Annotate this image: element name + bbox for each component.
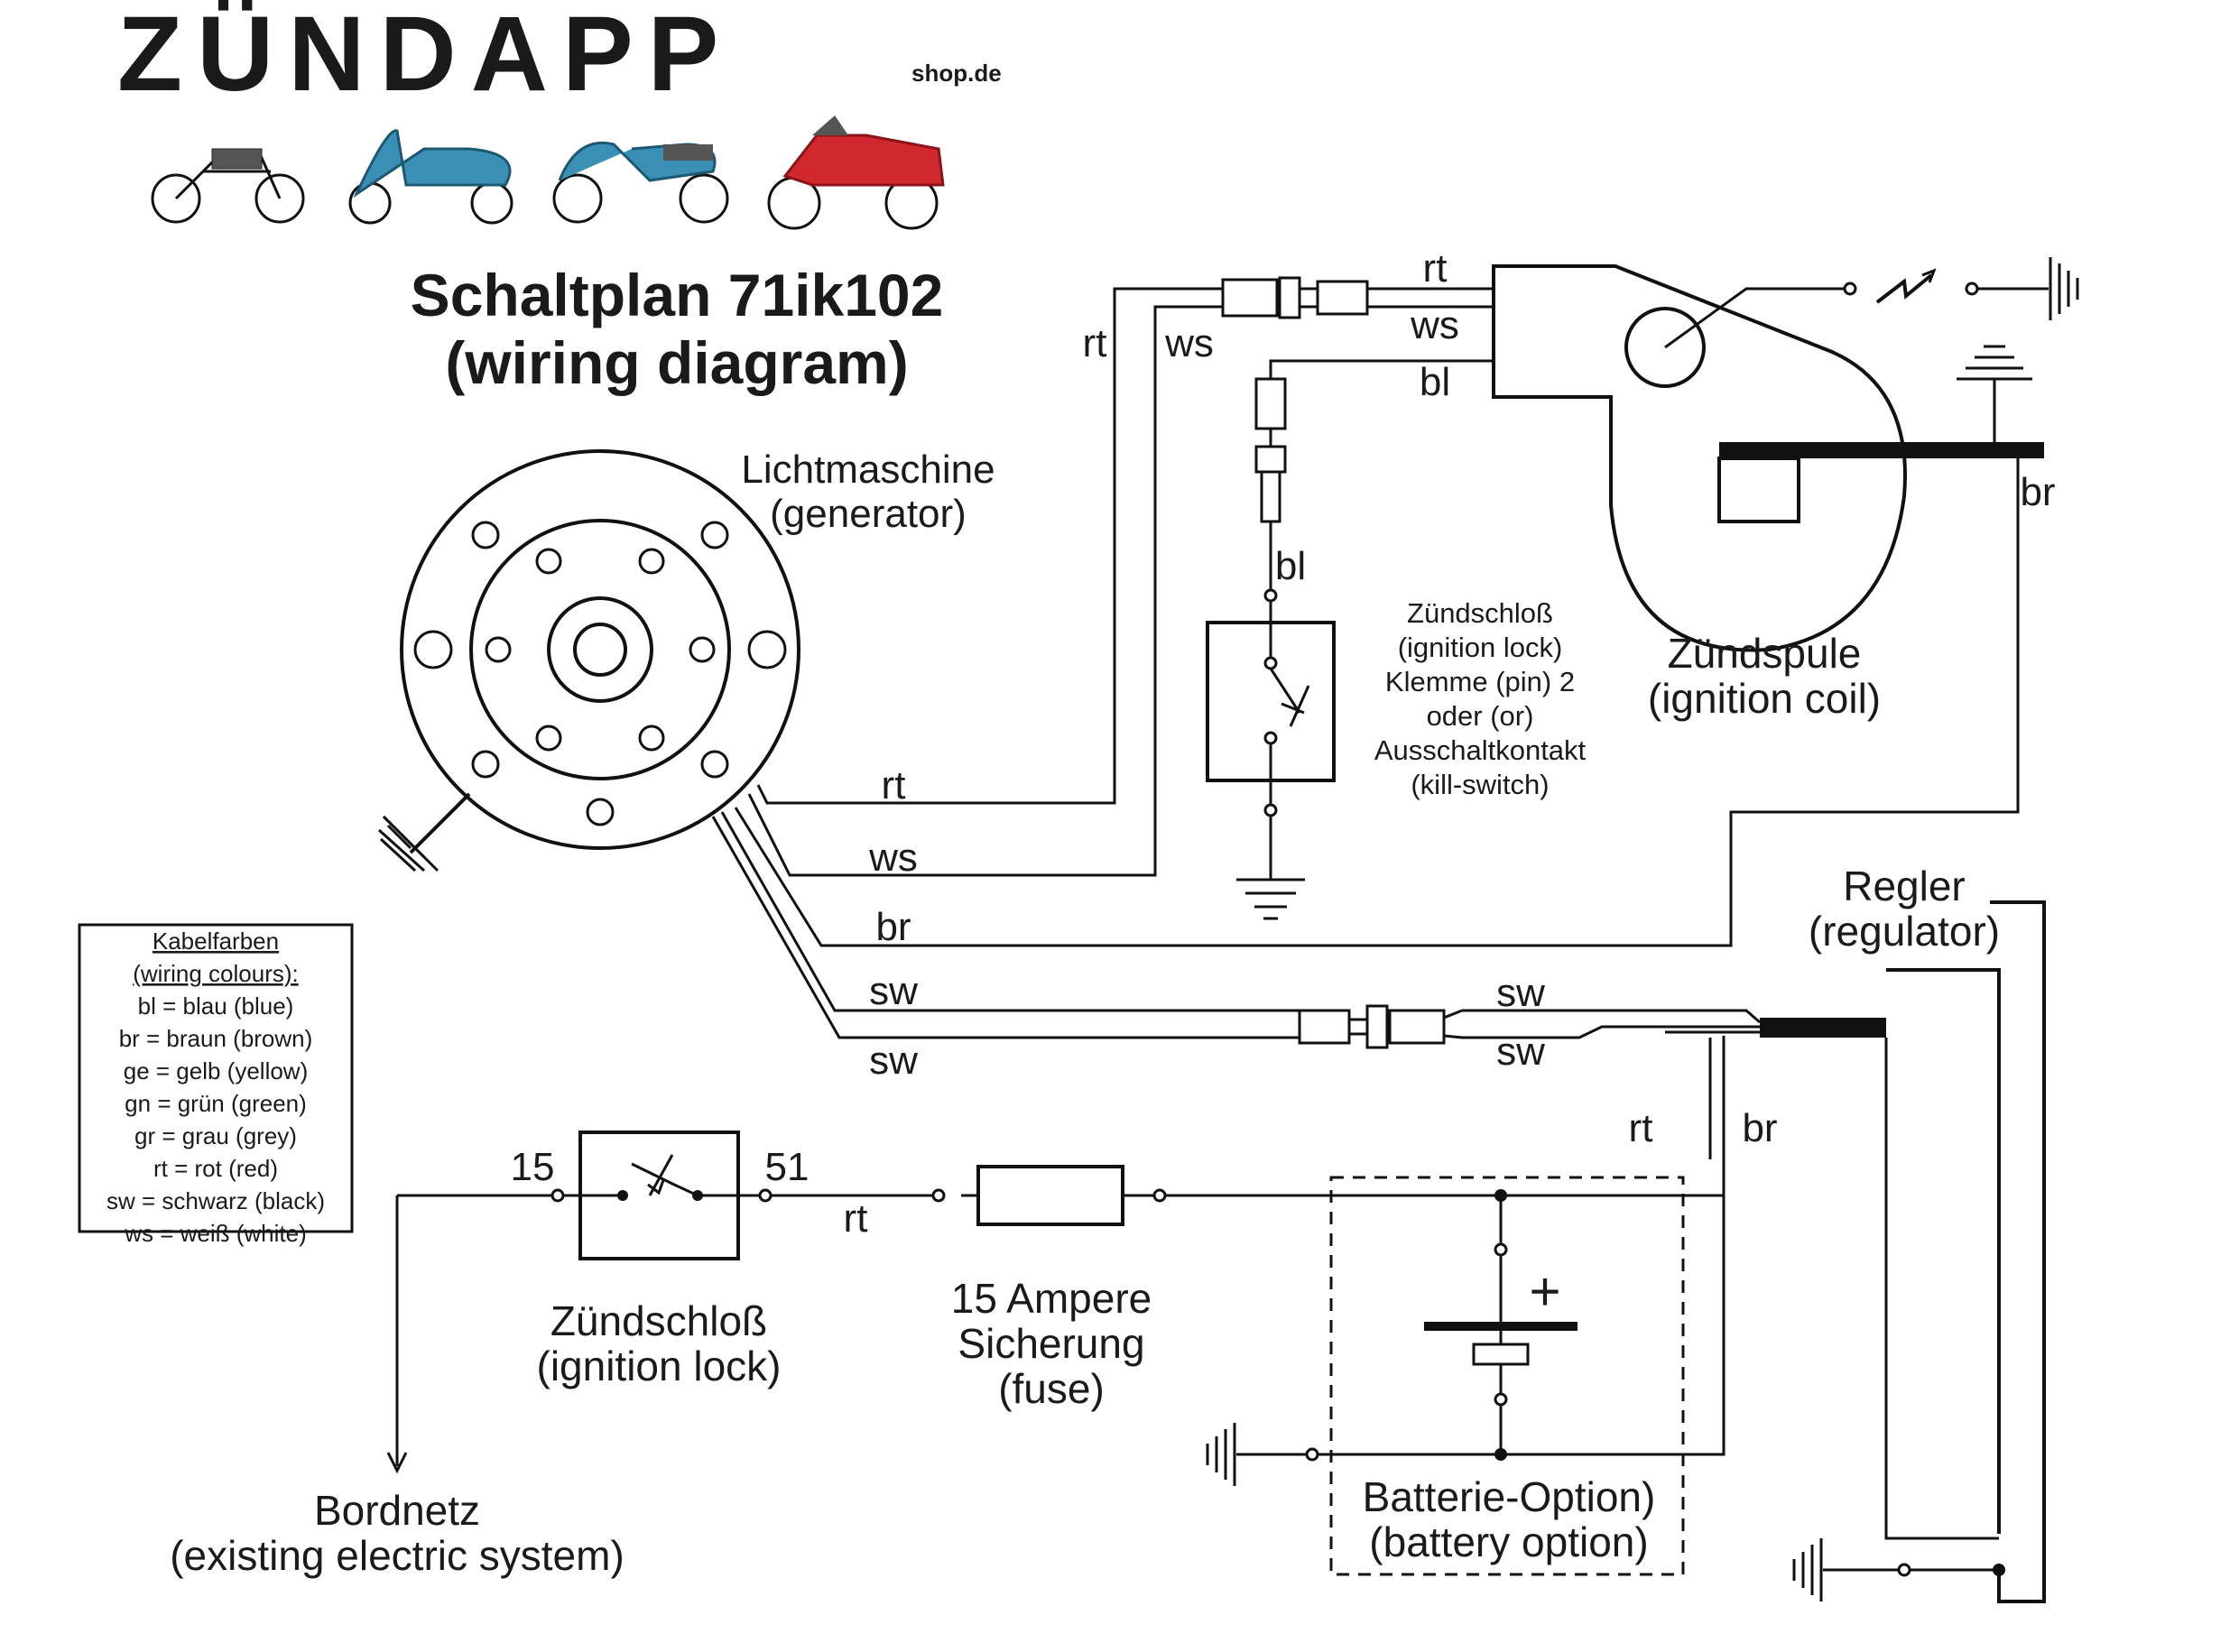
kill-switch-label-line-1: Zündschloß	[1407, 597, 1553, 629]
battery-option-symbol	[1206, 1038, 1726, 1576]
title-line-2: (wiring diagram)	[445, 329, 908, 396]
regulator-label-line-2: (regulator)	[1809, 908, 2000, 955]
ignition-lock-label-line-2: (ignition lock)	[537, 1343, 782, 1389]
legend-item: ws = weiß (white)	[124, 1220, 307, 1247]
legend-item: gr = grau (grey)	[134, 1122, 297, 1149]
wire-label-coil-rt: rt	[1423, 246, 1448, 291]
wire-label-gen-sw-1: sw	[869, 969, 918, 1013]
wire-label-kill-bl: bl	[1275, 544, 1306, 588]
fuse-label-line-1: 15 Ampere	[951, 1275, 1152, 1322]
battery-label-line-1: Batterie-Option)	[1363, 1473, 1656, 1520]
generator-label-line-1: Lichtmaschine	[741, 448, 995, 492]
bike-image-3	[552, 141, 729, 224]
legend-item: ge = gelb (yellow)	[124, 1057, 309, 1084]
ignition-lock-pin-51: 51	[765, 1145, 810, 1189]
wiring-colour-legend: Kabelfarben (wiring colours): bl = blau …	[78, 923, 354, 1247]
battery-label-line-2: (battery option)	[1369, 1518, 1648, 1565]
diagram-title: Schaltplan 71ik102 (wiring diagram)	[411, 262, 944, 396]
bordnetz-label-line-1: Bordnetz	[314, 1487, 480, 1534]
fuse-label-line-3: (fuse)	[998, 1365, 1105, 1412]
kill-switch-wire	[1254, 359, 1494, 595]
generator-label-line-2: (generator)	[770, 492, 967, 536]
wire-label-coil-bl: bl	[1420, 360, 1450, 404]
zuendapp-logo: ZÜNDAPP shop.de	[117, 0, 1002, 114]
wire-label-reg-sw-1: sw	[1496, 971, 1545, 1015]
legend-subtitle: (wiring colours):	[133, 960, 299, 987]
battery-plus-sign: +	[1529, 1261, 1560, 1322]
wire-label-top-ws: ws	[1164, 321, 1214, 365]
legend-item: bl = blau (blue)	[138, 992, 294, 1020]
bike-image-4	[767, 115, 945, 230]
bordnetz-label-line-2: (existing electric system)	[170, 1532, 625, 1579]
legend-item: rt = rot (red)	[153, 1155, 278, 1182]
wire-label-gen-ws: ws	[868, 835, 918, 880]
legend-item: br = braun (brown)	[119, 1025, 313, 1052]
kill-switch-label-line-3: Klemme (pin) 2	[1385, 666, 1575, 697]
regulator-label-line-1: Regler	[1843, 863, 1966, 909]
generator-symbol	[377, 449, 800, 872]
kill-switch-label-line-4: oder (or)	[1427, 700, 1534, 732]
sw-plug-connector	[1286, 1004, 1463, 1049]
wire-label-gen-sw-2: sw	[869, 1038, 918, 1083]
bike-image-1	[151, 148, 305, 224]
kill-switch-label-line-2: (ignition lock)	[1398, 632, 1563, 663]
fuse-label-line-2: Sicherung	[958, 1320, 1144, 1367]
top-plug-connector	[1221, 276, 1494, 319]
logo-suffix: shop.de	[911, 60, 1002, 87]
ignition-lock-label-line-1: Zündschloß	[550, 1297, 767, 1344]
wire-label-reg-br: br	[1742, 1106, 1777, 1150]
wire-label-reg-rt: rt	[1629, 1106, 1653, 1150]
legend-item: gn = grün (green)	[125, 1090, 307, 1117]
kill-switch-label-line-5: Ausschaltkontakt	[1374, 734, 1587, 766]
ignition-coil-label-line-2: (ignition coil)	[1648, 675, 1881, 722]
kill-switch-label: Zündschloß (ignition lock) Klemme (pin) …	[1374, 597, 1587, 800]
logo-text: ZÜNDAPP	[117, 0, 733, 114]
kill-switch-label-line-6: (kill-switch)	[1411, 769, 1549, 800]
wire-label-gen-br: br	[875, 905, 911, 949]
wire-label-top-rt: rt	[1083, 321, 1107, 365]
bike-image-2	[348, 129, 513, 225]
title-line-1: Schaltplan 71ik102	[411, 262, 944, 328]
legend-item: sw = schwarz (black)	[106, 1187, 325, 1214]
legend-title: Kabelfarben	[153, 928, 279, 955]
generator-wires	[711, 287, 2020, 1039]
ignition-coil-symbol	[1492, 257, 2079, 652]
wire-label-lock-rt: rt	[844, 1196, 868, 1241]
regulator-symbol	[1462, 900, 2046, 1603]
wire-label-coil-br: br	[2020, 470, 2055, 514]
kill-switch-symbol	[1206, 588, 1336, 920]
ignition-coil-label-line-1: Zündspule	[1668, 630, 1862, 677]
ignition-lock-pin-15: 15	[511, 1145, 555, 1189]
wire-label-gen-rt: rt	[882, 763, 906, 808]
fuse-symbol	[931, 1165, 1167, 1226]
wire-label-reg-sw-2: sw	[1496, 1029, 1545, 1074]
wire-label-coil-ws: ws	[1410, 303, 1459, 347]
ignition-lock-symbol	[550, 1131, 773, 1260]
